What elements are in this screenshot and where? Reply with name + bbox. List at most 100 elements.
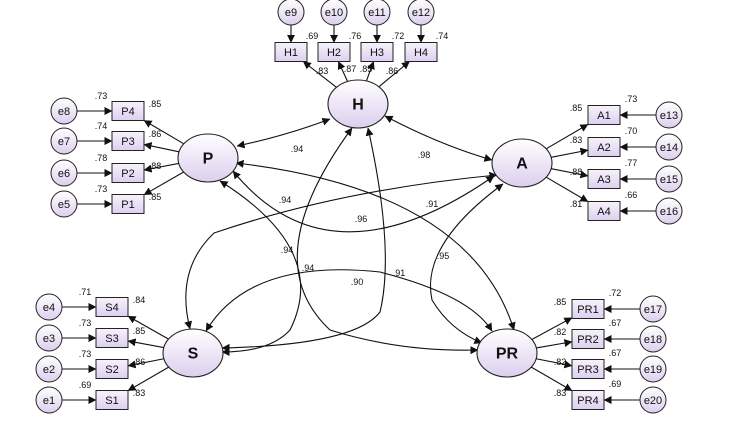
loading-label-p3: .86	[149, 129, 162, 139]
error-e8	[50, 97, 78, 125]
correlation-label-h-pr: .94	[302, 263, 315, 273]
error-label-e1: e1	[43, 395, 55, 407]
correlation-label-p-h: .94	[291, 144, 304, 154]
latent-a	[491, 138, 553, 188]
indicator-label-pr2: PR2	[577, 334, 598, 346]
loading-label-h1: .83	[316, 66, 329, 76]
r2-label-s1: .69	[79, 380, 92, 390]
indicator-label-h2: H2	[327, 47, 341, 59]
indicator-a3	[587, 169, 621, 189]
r2-label-h3: .72	[392, 31, 405, 41]
r2-label-p2: .78	[95, 153, 108, 163]
indicator-label-s3: S3	[105, 333, 118, 345]
indicator-label-p2: P2	[121, 168, 134, 180]
correlation-label-p-pr: .91	[426, 199, 439, 209]
indicator-p1	[111, 194, 145, 214]
error-label-e14: e14	[660, 142, 678, 154]
r2-label-pr4: .69	[609, 379, 622, 389]
error-label-e5: e5	[58, 199, 70, 211]
latent-h	[327, 79, 389, 129]
loading-path-s4	[127, 315, 169, 340]
error-e10	[320, 0, 348, 26]
indicator-h2	[317, 42, 351, 62]
indicator-label-p4: P4	[121, 106, 134, 118]
loading-label-p2: .88	[149, 161, 162, 171]
loading-path-p3	[143, 142, 180, 153]
latent-s	[162, 328, 224, 378]
error-label-e19: e19	[644, 364, 662, 376]
correlation-path-h-s	[221, 127, 386, 352]
loading-label-s1: .83	[133, 388, 146, 398]
r2-label-pr2: .67	[609, 318, 622, 328]
loading-label-s3: .85	[133, 326, 146, 336]
indicator-h3	[360, 42, 394, 62]
loading-label-h3: .85	[360, 64, 373, 74]
r2-label-p4: .73	[95, 91, 108, 101]
indicator-a1	[587, 105, 621, 125]
error-e11	[363, 0, 391, 26]
correlation-label-p-s: .94	[281, 245, 294, 255]
indicator-p4	[111, 101, 145, 121]
loading-path-s3	[127, 338, 164, 349]
loading-path-a4	[545, 176, 589, 203]
loading-path-p1	[143, 171, 184, 196]
r2-label-a4: .66	[625, 190, 638, 200]
correlation-label-h-a: .98	[418, 150, 431, 160]
error-e12	[407, 0, 435, 26]
indicator-pr1	[571, 299, 605, 319]
latent-label-h: H	[352, 97, 364, 114]
correlation-label-a-s: .94	[279, 195, 292, 205]
loading-label-h4: .86	[386, 66, 399, 76]
error-label-e7: e7	[58, 136, 70, 148]
error-label-e4: e4	[43, 302, 55, 314]
indicator-s2	[95, 359, 129, 379]
loading-path-a2	[551, 147, 589, 158]
loading-label-a4: .81	[570, 199, 583, 209]
error-e3	[35, 324, 63, 352]
loading-path-a3	[551, 168, 589, 179]
correlation-label-a-pr: .95	[437, 251, 450, 261]
indicator-a2	[587, 137, 621, 157]
indicator-pr3	[571, 359, 605, 379]
indicator-p2	[111, 163, 145, 183]
loading-label-pr3: .82	[554, 357, 567, 367]
indicator-s3	[95, 328, 129, 348]
latent-p	[177, 133, 239, 183]
loading-path-p2	[143, 162, 179, 173]
correlation-path-a-s	[184, 171, 498, 330]
error-label-e18: e18	[644, 334, 662, 346]
error-label-e16: e16	[660, 206, 678, 218]
indicator-label-h4: H4	[414, 47, 428, 59]
indicator-label-p1: P1	[121, 199, 134, 211]
indicator-label-pr1: PR1	[577, 304, 598, 316]
indicator-h4	[404, 42, 438, 62]
indicator-pr4	[571, 390, 605, 410]
error-label-e3: e3	[43, 333, 55, 345]
loading-label-p1: .85	[149, 192, 162, 202]
correlation-path-p-s	[219, 180, 302, 356]
error-e4	[35, 293, 63, 321]
loading-label-pr2: .82	[554, 327, 567, 337]
error-label-e15: e15	[660, 174, 678, 186]
loading-label-s4: .84	[133, 295, 146, 305]
latent-label-pr: PR	[496, 346, 519, 363]
r2-label-s3: .73	[79, 318, 92, 328]
error-label-e8: e8	[58, 106, 70, 118]
loading-path-a1	[545, 123, 589, 150]
error-e2	[35, 355, 63, 383]
error-label-e12: e12	[412, 7, 430, 19]
error-label-e9: e9	[285, 7, 297, 19]
r2-label-a3: .77	[625, 158, 638, 168]
loading-path-h2	[337, 61, 349, 82]
error-e15	[655, 165, 683, 193]
indicator-s1	[95, 390, 129, 410]
error-e20	[639, 386, 667, 414]
loading-label-a2: .83	[570, 135, 583, 145]
indicator-label-a3: A3	[597, 174, 610, 186]
indicator-label-s4: S4	[105, 302, 118, 314]
r2-label-pr3: .67	[609, 348, 622, 358]
indicator-p3	[111, 131, 145, 151]
loading-label-pr4: .83	[554, 388, 567, 398]
error-e1	[35, 386, 63, 414]
